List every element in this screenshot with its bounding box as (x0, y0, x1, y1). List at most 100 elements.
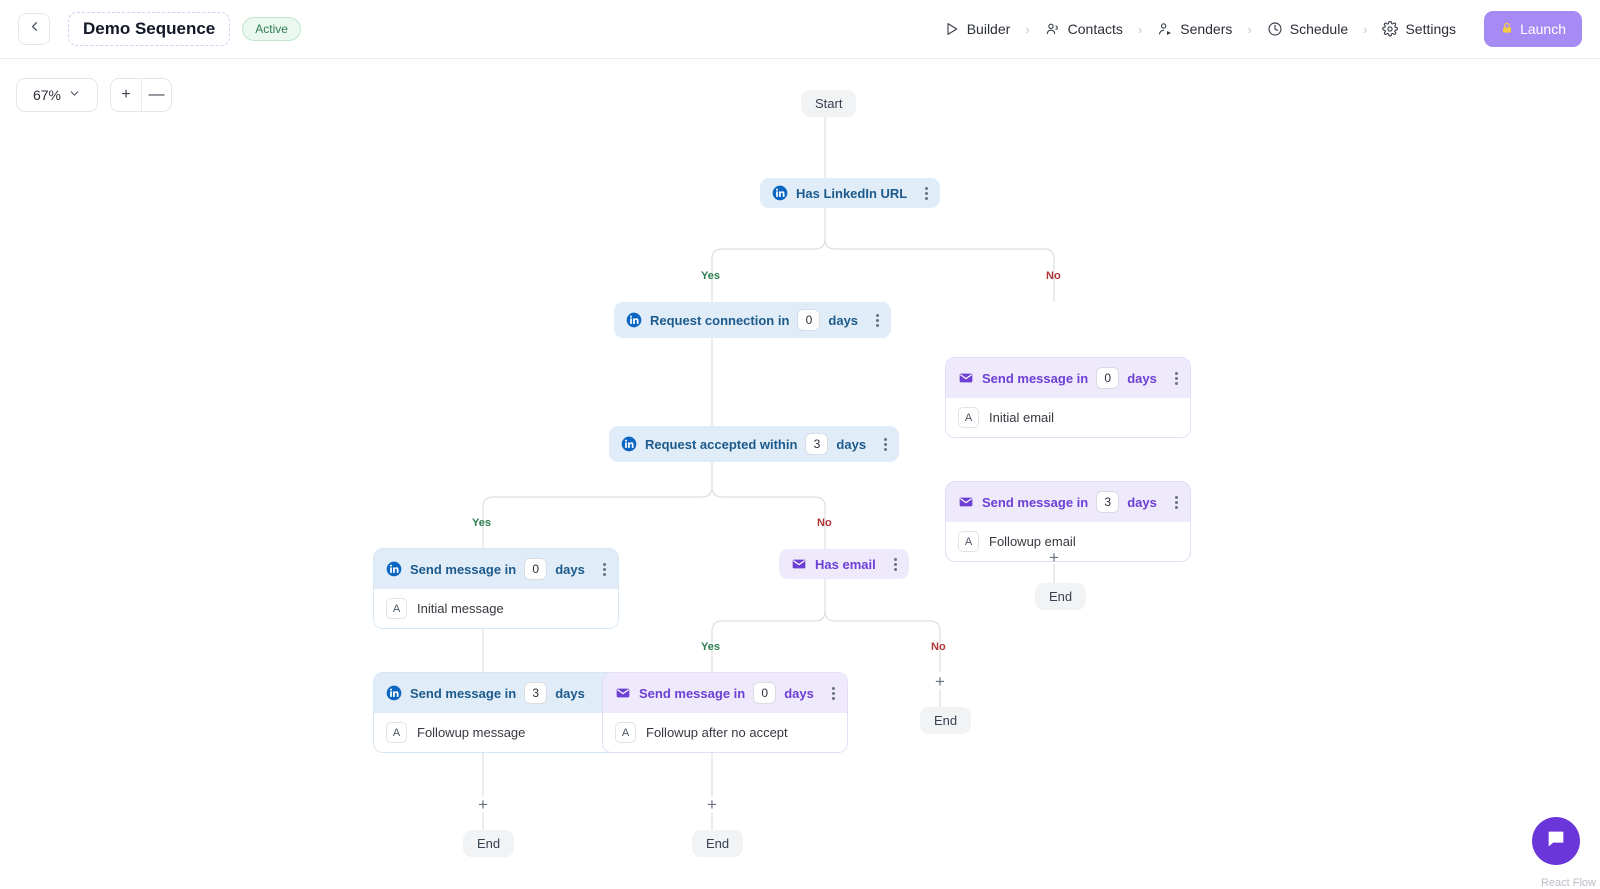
branch-label-no: No (817, 517, 832, 529)
node-followup-after-no-accept[interactable]: Send message in 0 days A Followup after … (602, 672, 848, 753)
zoom-out-button[interactable]: — (141, 79, 171, 111)
back-button[interactable] (18, 13, 50, 45)
action-prefix: Send message in (410, 685, 517, 701)
branch-label-yes: Yes (701, 641, 720, 653)
condition-label: Has email (815, 556, 876, 572)
card-body[interactable]: A Initial email (946, 398, 1190, 437)
card-header[interactable]: Send message in 0 days (374, 549, 618, 589)
add-node-button[interactable]: + (478, 794, 488, 814)
days-input[interactable]: 0 (753, 682, 777, 704)
node-menu-button[interactable] (874, 437, 888, 451)
condition-pill[interactable]: Has LinkedIn URL (760, 178, 941, 208)
card-body[interactable]: A Followup message (374, 713, 618, 752)
condition-label: Has LinkedIn URL (796, 185, 908, 201)
react-flow-attribution[interactable]: React Flow (1540, 877, 1596, 889)
node-initial-message[interactable]: Send message in 0 days A Initial message (373, 548, 619, 629)
node-start[interactable]: Start (801, 90, 857, 117)
linkedin-icon (626, 312, 642, 328)
linkedin-action-card[interactable]: Send message in 3 days A Followup messag… (373, 672, 619, 753)
add-node-button[interactable]: + (935, 671, 945, 691)
card-body[interactable]: A Followup email (946, 522, 1190, 561)
start-label: Start (801, 90, 857, 117)
linkedin-action-card[interactable]: Send message in 0 days A Initial message (373, 548, 619, 629)
chat-bubble-icon (1545, 828, 1567, 855)
action-prefix: Request connection in (650, 312, 790, 328)
node-followup-email[interactable]: Send message in 3 days A Followup email (945, 481, 1191, 562)
nav-item-contacts[interactable]: Contacts (1043, 17, 1125, 41)
days-input[interactable]: 3 (524, 682, 548, 704)
card-body[interactable]: A Followup after no accept (603, 713, 847, 752)
zoom-level-select[interactable]: 67% (16, 78, 98, 112)
node-end-linkedin[interactable]: End (463, 830, 515, 857)
clock-icon (1267, 21, 1283, 37)
card-header[interactable]: Send message in 3 days (374, 673, 618, 713)
node-menu-button[interactable] (1165, 495, 1178, 509)
node-menu-button[interactable] (915, 186, 929, 200)
node-menu-button[interactable] (822, 686, 835, 700)
node-menu-button[interactable] (1165, 371, 1178, 385)
node-end-no-email[interactable]: End (920, 707, 972, 734)
action-prefix: Send message in (982, 494, 1089, 510)
card-header[interactable]: Send message in 3 days (946, 482, 1190, 522)
variant-badge: A (615, 722, 636, 743)
end-label: End (463, 830, 515, 857)
email-action-card[interactable]: Send message in 0 days A Initial email (945, 357, 1191, 438)
nav-item-senders[interactable]: Senders (1155, 17, 1234, 41)
status-badge: Active (242, 17, 301, 41)
add-node-button[interactable]: + (707, 794, 717, 814)
nav-separator: › (1363, 21, 1368, 37)
action-prefix: Send message in (410, 561, 517, 577)
zoom-controls: 67% + — (16, 78, 172, 112)
variant-badge: A (386, 722, 407, 743)
message-name: Initial message (417, 601, 504, 616)
node-menu-button[interactable] (884, 557, 897, 571)
days-input[interactable]: 3 (1096, 491, 1120, 513)
chat-widget-button[interactable] (1532, 817, 1580, 865)
condition-suffix: days (836, 436, 867, 452)
node-menu-button[interactable] (866, 313, 880, 327)
node-initial-email[interactable]: Send message in 0 days A Initial email (945, 357, 1191, 438)
message-name: Initial email (989, 410, 1055, 425)
node-menu-button[interactable] (593, 562, 606, 576)
action-suffix: days (784, 685, 814, 701)
node-request-connection[interactable]: Request connection in 0 days (614, 302, 892, 338)
node-followup-message[interactable]: Send message in 3 days A Followup messag… (373, 672, 619, 753)
zoom-in-button[interactable]: + (121, 86, 131, 103)
condition-pill[interactable]: Request accepted within 3 days (609, 426, 900, 462)
days-input[interactable]: 0 (797, 309, 821, 331)
zoom-stepper: + — (110, 78, 172, 112)
flow-canvas[interactable]: 67% + — (0, 59, 1600, 889)
end-label: End (1035, 583, 1087, 610)
action-pill[interactable]: Request connection in 0 days (614, 302, 892, 338)
node-has-email[interactable]: Has email (779, 549, 909, 579)
nav-item-schedule[interactable]: Schedule (1265, 17, 1350, 41)
email-action-card[interactable]: Send message in 0 days A Followup after … (602, 672, 848, 753)
card-header[interactable]: Send message in 0 days (946, 358, 1190, 398)
sequence-name-input[interactable]: Demo Sequence (68, 12, 231, 46)
lock-icon (1500, 21, 1514, 38)
add-node-button[interactable]: + (1049, 547, 1059, 567)
node-end-email[interactable]: End (1035, 583, 1087, 610)
nav-separator: › (1137, 21, 1143, 37)
nav-item-settings[interactable]: Settings (1380, 17, 1458, 41)
nav-label-schedule: Schedule (1289, 21, 1349, 37)
node-end-email-followup[interactable]: End (692, 830, 744, 857)
node-has-linkedin-url[interactable]: Has LinkedIn URL (760, 178, 941, 208)
node-request-accepted[interactable]: Request accepted within 3 days (609, 426, 900, 462)
main-nav: Builder › Contacts › Senders › Schedule … (942, 17, 1458, 41)
days-input[interactable]: 0 (524, 558, 548, 580)
condition-pill[interactable]: Has email (779, 549, 909, 579)
days-input[interactable]: 0 (1096, 367, 1120, 389)
card-header[interactable]: Send message in 0 days (603, 673, 847, 713)
end-label: End (920, 707, 972, 734)
card-body[interactable]: A Initial message (374, 589, 618, 628)
launch-button[interactable]: Launch (1484, 11, 1582, 47)
action-prefix: Send message in (639, 685, 746, 701)
action-suffix: days (828, 312, 859, 328)
nav-label-builder: Builder (966, 21, 1011, 37)
nav-item-builder[interactable]: Builder (942, 17, 1013, 41)
linkedin-icon (386, 561, 402, 577)
email-action-card[interactable]: Send message in 3 days A Followup email (945, 481, 1191, 562)
action-suffix: days (555, 685, 585, 701)
days-input[interactable]: 3 (805, 433, 829, 455)
